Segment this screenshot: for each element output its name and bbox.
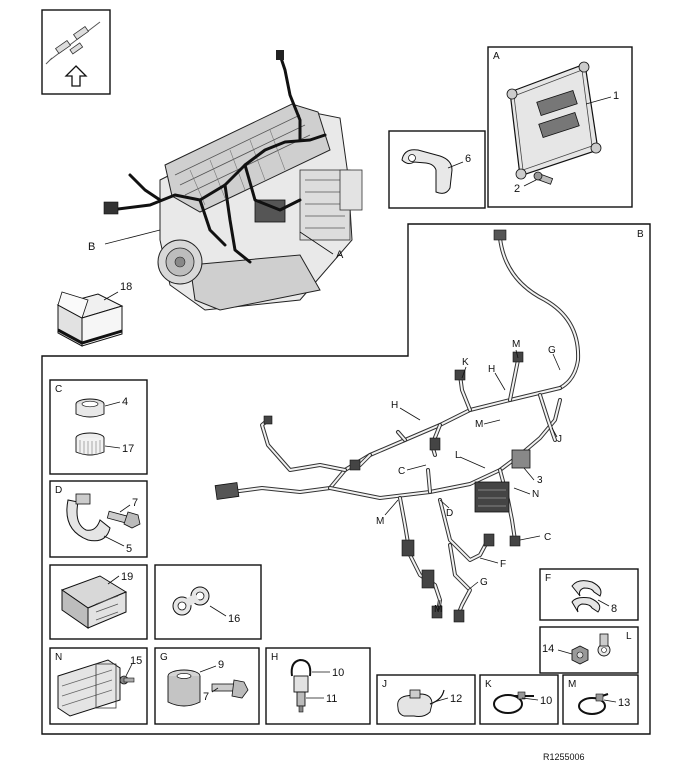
section-letter-d: D (55, 485, 62, 496)
part-number-16: 16 (228, 613, 240, 625)
part-number-15: 15 (130, 655, 142, 667)
up-arrow-icon (64, 65, 88, 87)
harness-label-k: K (462, 357, 469, 368)
cable-tie-10 (493, 691, 534, 714)
section-d-clamp: D 7 5 (49, 480, 148, 558)
part-number-5: 5 (126, 543, 132, 555)
harness-label-h-left: H (391, 400, 398, 411)
rubber-grommet-16 (172, 586, 210, 616)
section-letter-j: J (382, 679, 387, 690)
kit-box-18: 18 (56, 281, 132, 347)
part-number-6: 6 (465, 153, 471, 165)
harness-label-c-right: C (544, 532, 551, 543)
harness-label-g-lower: G (480, 577, 488, 588)
cable-orientation-icon (45, 21, 101, 65)
connector-box-19: 19 (49, 564, 148, 640)
part-number-19: 19 (121, 571, 133, 583)
harness-label-n: N (532, 489, 539, 500)
overview-label-a: A (336, 249, 344, 261)
engine-overview: B A (88, 50, 363, 311)
section-c-caps: C 4 17 (49, 379, 148, 475)
part-number-2: 2 (514, 183, 520, 195)
section-letter-g: G (160, 652, 168, 663)
section-letter-l: L (626, 631, 632, 642)
connector-block-n (57, 659, 135, 717)
part-number-18: 18 (120, 281, 132, 293)
harness-label-m-top: M (512, 339, 520, 350)
part-number-12: 12 (450, 693, 462, 705)
ecu-unit (506, 61, 602, 180)
part-number-1: 1 (613, 90, 619, 102)
harness-label-h-right: H (488, 364, 495, 375)
part-number-7-g: 7 (203, 691, 209, 703)
rubber-bushing-9 (167, 669, 201, 707)
part-number-4: 4 (122, 396, 128, 408)
harness-label-d: D (446, 508, 453, 519)
cable-tie-13 (578, 693, 609, 715)
harness-label-c-left: C (398, 466, 405, 477)
harness-label-f: F (500, 559, 506, 570)
section-letter-a: A (493, 51, 500, 62)
connector-cap-4 (75, 398, 105, 418)
wiring-harness (230, 236, 581, 617)
section-n-connectors: N 15 (49, 647, 148, 725)
section-f-clip: F 8 (539, 568, 639, 621)
section-letter-k: K (485, 679, 492, 690)
section-l-terminal: L 14 (539, 626, 639, 674)
connector-seal-17 (75, 432, 105, 456)
section-a-ecu: A 1 2 (487, 46, 633, 208)
overview-label-b: B (88, 241, 95, 253)
section-b-main-harness: B (41, 223, 651, 735)
orientation-icon-box (41, 9, 111, 95)
section-letter-b: B (637, 229, 644, 240)
part-number-14: 14 (542, 643, 554, 655)
part-number-10-k: 10 (540, 695, 552, 707)
sensor-12 (397, 689, 445, 717)
section-letter-c: C (55, 384, 62, 395)
part-number-8: 8 (611, 603, 617, 615)
harness-label-l: L (455, 450, 461, 461)
part-number-17: 17 (122, 443, 134, 455)
bracket-box-6: 6 (388, 130, 486, 209)
section-j-sensor: J 12 (376, 674, 476, 725)
part-number-11: 11 (326, 693, 337, 705)
section-m-cable-tie: M 13 (562, 674, 639, 725)
section-k-cable-tie: K 10 (479, 674, 559, 725)
part-number-13: 13 (618, 697, 630, 709)
reference-code: R1255006 (543, 752, 585, 762)
section-g-grommet-bolt: G 9 7 (154, 647, 260, 725)
section-h-sensor: H 10 11 (265, 647, 371, 725)
harness-label-m-bottom: M (434, 604, 442, 615)
section-letter-f: F (545, 573, 551, 584)
part-number-9: 9 (218, 659, 224, 671)
section-letter-h: H (271, 652, 278, 663)
part-number-10-h: 10 (332, 667, 344, 679)
section-letter-m: M (568, 679, 576, 690)
part-number-7-d: 7 (132, 497, 138, 509)
ecu-bolt (533, 171, 554, 185)
harness-label-j: J (557, 434, 562, 445)
sensor-with-clip (290, 658, 312, 713)
bolt-7-d (106, 510, 141, 529)
harness-connectors (214, 229, 531, 623)
harness-label-3: 3 (537, 475, 543, 486)
harness-label-m-mid: M (475, 419, 483, 430)
grommet-box-16: 16 (154, 564, 262, 640)
bolt-7-g (211, 679, 249, 699)
ring-terminal (597, 633, 611, 657)
nut-14 (571, 645, 589, 665)
harness-label-m-lower: M (376, 516, 384, 527)
harness-label-g-top: G (548, 345, 556, 356)
section-letter-n: N (55, 652, 62, 663)
